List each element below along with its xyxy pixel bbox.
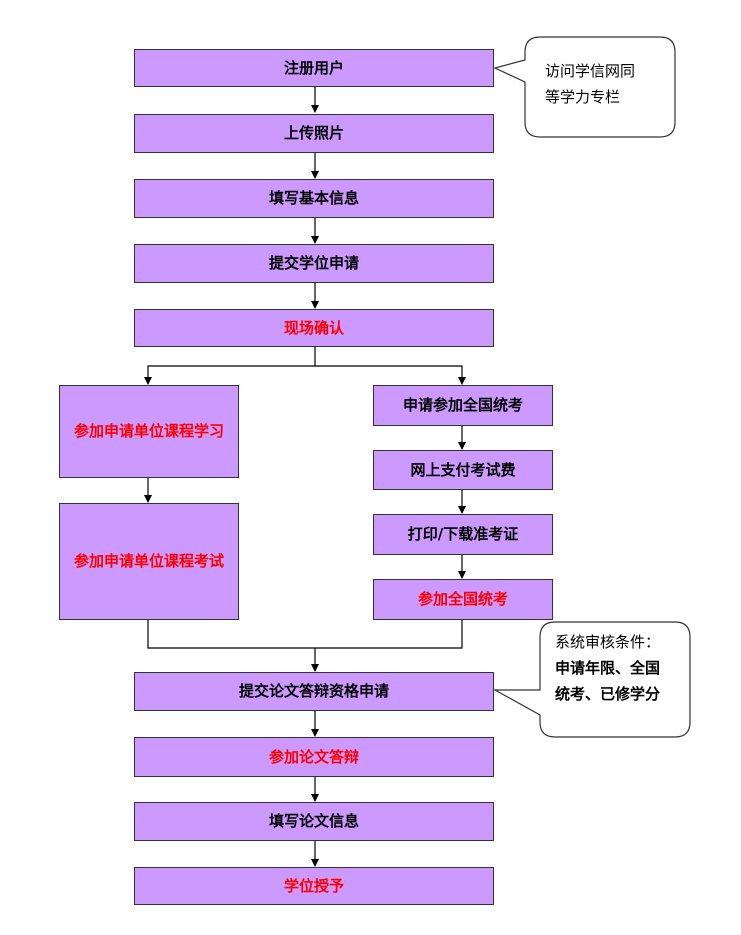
- step-pay-fee-label: 网上支付考试费: [410, 460, 516, 479]
- merge-connector-right: [315, 620, 463, 649]
- step-unit-course-study: 参加申请单位课程学习: [59, 385, 239, 478]
- callout-review-bubble: [492, 621, 691, 738]
- callout-visit-line2: 等学力专栏: [545, 88, 621, 106]
- step-basic-info: 填写基本信息: [134, 179, 494, 218]
- callout-review-line2: 申请年限、全国: [555, 659, 661, 677]
- step-degree-award-label: 学位授予: [283, 876, 344, 895]
- step-register-label: 注册用户: [283, 58, 344, 77]
- callout-visit-bubble: [493, 36, 676, 138]
- step-thesis-info-label: 填写论文信息: [268, 812, 359, 830]
- step-unit-course-exam-label: 参加申请单位课程考试: [74, 552, 225, 570]
- step-submit-application: 提交学位申请: [134, 244, 494, 283]
- step-print-ticket-label: 打印/下载准考证: [407, 525, 519, 543]
- step-pay-fee: 网上支付考试费: [373, 450, 553, 490]
- callout-visit-line1: 访问学信网同: [545, 62, 636, 80]
- step-take-national-exam-label: 参加全国统考: [417, 590, 508, 608]
- step-upload-photo: 上传照片: [134, 114, 494, 153]
- split-connector: [144, 347, 316, 385]
- step-onsite-confirm: 现场确认: [134, 309, 494, 347]
- callout-visit-text: 访问学信网同 等学力专栏: [545, 58, 635, 110]
- step-unit-course-study-label: 参加申请单位课程学习: [74, 422, 225, 440]
- step-apply-national-exam-label: 申请参加全国统考: [402, 396, 523, 414]
- step-thesis-info: 填写论文信息: [134, 802, 494, 841]
- step-unit-course-exam: 参加申请单位课程考试: [59, 503, 239, 620]
- step-attend-defense-label: 参加论文答辩: [268, 747, 359, 766]
- callout-review-line3: 统考、已修学分: [555, 685, 661, 703]
- step-print-ticket: 打印/下载准考证: [373, 514, 553, 555]
- split-connector-right: [315, 365, 466, 385]
- callout-review-line1: 系统审核条件：: [555, 633, 661, 651]
- step-basic-info-label: 填写基本信息: [268, 189, 359, 207]
- step-degree-award: 学位授予: [134, 867, 494, 905]
- step-register: 注册用户: [134, 49, 494, 87]
- step-submit-defense-label: 提交论文答辩资格申请: [238, 682, 389, 700]
- step-submit-defense: 提交论文答辩资格申请: [134, 672, 494, 711]
- merge-connector-left: [147, 620, 315, 649]
- step-take-national-exam: 参加全国统考: [373, 579, 553, 620]
- step-onsite-confirm-label: 现场确认: [283, 318, 344, 337]
- callout-review-text: 系统审核条件： 申请年限、全国 统考、已修学分: [555, 629, 660, 707]
- step-attend-defense: 参加论文答辩: [134, 737, 494, 777]
- step-upload-photo-label: 上传照片: [283, 124, 344, 142]
- step-submit-application-label: 提交学位申请: [268, 254, 359, 272]
- step-apply-national-exam: 申请参加全国统考: [373, 385, 553, 426]
